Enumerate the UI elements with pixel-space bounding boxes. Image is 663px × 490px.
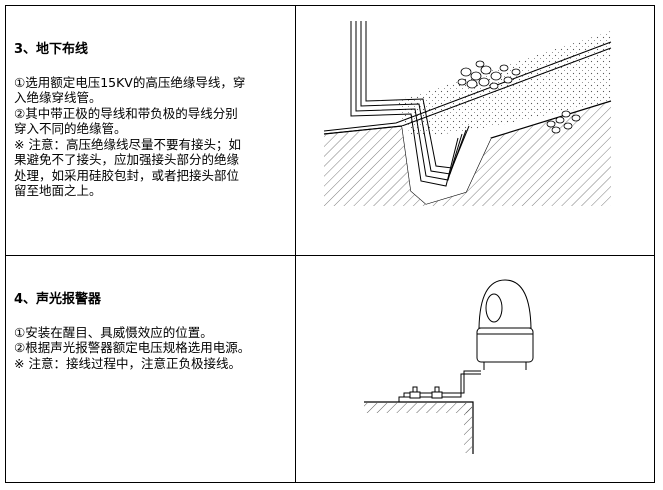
alarm-illustration — [296, 256, 654, 482]
instruction-table: 3、地下布线 ①选用额定电压15KV的高压绝缘导线，穿 入绝缘穿线管。 ②其中带… — [5, 5, 655, 483]
section-title: 3、地下布线 — [14, 42, 89, 57]
section-underground-wiring: 3、地下布线 ①选用额定电压15KV的高压绝缘导线，穿 入绝缘穿线管。 ②其中带… — [14, 42, 292, 199]
section-alarm: 4、声光报警器 ①安装在醒目、具威慑效应的位置。 ②根据声光报警器额定电压规格选… — [14, 292, 292, 371]
section-title: 4、声光报警器 — [14, 292, 102, 307]
instruction-paragraph: ②其中带正极的导线和带负极的导线分别 穿入不同的绝缘管。 — [14, 105, 238, 137]
instruction-paragraph: ①安装在醒目、具威慑效应的位置。 — [14, 324, 213, 340]
instruction-paragraph: ①选用额定电压15KV的高压绝缘导线，穿 入绝缘穿线管。 — [14, 74, 246, 106]
column-divider — [295, 6, 296, 482]
trench-diagram — [323, 21, 612, 206]
note-paragraph: ※ 注意：高压绝缘线尽量不要有接头；如 果避免不了接头，应加强接头部分的绝缘 处… — [14, 136, 241, 199]
row-divider — [6, 255, 654, 256]
instruction-paragraph: ②根据声光报警器额定电压规格选用电源。 — [14, 340, 251, 355]
underground-wiring-illustration — [296, 6, 654, 255]
alarm-mount-diagram — [364, 279, 534, 454]
note-paragraph: ※ 注意：接线过程中，注意正负极接线。 — [14, 355, 241, 371]
